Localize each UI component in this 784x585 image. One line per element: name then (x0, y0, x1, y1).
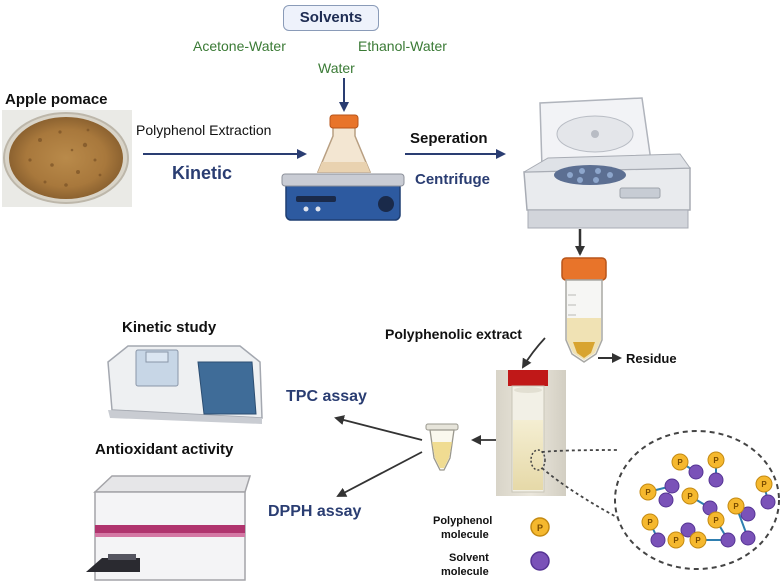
polyphenol-molecule (689, 531, 707, 549)
legend-solvent-line1: Solvent (449, 552, 489, 564)
tpc-assay-label: TPC assay (286, 388, 367, 405)
polyphenol-molecule (671, 453, 689, 471)
solvent-molecule (650, 532, 666, 548)
legend-polyphenol-ball: P (530, 517, 550, 537)
ethanol-water-label: Ethanol-Water (358, 38, 447, 54)
svg-text:P: P (537, 523, 543, 533)
polyphenol-symbol: P (673, 536, 679, 545)
polyphenol-molecule (755, 475, 773, 493)
apple-pomace-dish (2, 110, 132, 207)
solvent-molecule (740, 506, 756, 522)
polyphenol-extraction-label: Polyphenol Extraction (136, 122, 272, 138)
legend-solvent-ball (530, 551, 550, 571)
polyphenol-symbol: P (645, 488, 651, 497)
legend-polyphenol-line2: molecule (441, 529, 489, 541)
polyphenol-molecule (681, 487, 699, 505)
stirrer-flask (281, 114, 405, 221)
polyphenol-molecule (707, 451, 725, 469)
polyphenol-symbol: P (695, 536, 701, 545)
antioxidant-activity-label: Antioxidant activity (95, 441, 234, 458)
centrifuge-machine (523, 97, 691, 229)
acetone-water-label: Acetone-Water (193, 38, 286, 54)
polyphenol-symbol: P (687, 492, 693, 501)
arrow-to-dpph (336, 451, 423, 497)
residue-label: Residue (626, 351, 677, 366)
arrow-to-tpc (334, 415, 423, 441)
polyphenol-molecule (727, 497, 745, 515)
apple-pomace-label: Apple pomace (5, 91, 108, 108)
polyphenol-symbol: P (733, 502, 739, 511)
solvent-molecule (688, 464, 704, 480)
solvent-molecule (658, 492, 674, 508)
solvents-box: Solvents (283, 5, 379, 31)
polyphenol-symbol: P (713, 516, 719, 525)
water-label: Water (318, 60, 355, 76)
polyphenol-symbol: P (647, 518, 653, 527)
solvent-molecule (720, 532, 736, 548)
solvent-molecule (740, 530, 756, 546)
falcon-tube (561, 257, 607, 363)
polyphenol-molecule (641, 513, 659, 531)
plate-reader (86, 475, 252, 581)
extract-photo (496, 370, 566, 496)
arrow-extract-curve (521, 337, 546, 369)
solvent-molecule (680, 522, 696, 538)
solvents-label: Solvents (299, 9, 363, 26)
polyphenolic-extract-label: Polyphenolic extract (385, 326, 522, 342)
polyphenol-molecule (667, 531, 685, 549)
centrifuge-label: Centrifuge (415, 171, 490, 188)
kinetic-study-label: Kinetic study (122, 319, 217, 336)
solvent-molecule (760, 494, 776, 510)
kinetic-label: Kinetic (172, 163, 233, 183)
eppendorf-tube (425, 423, 459, 471)
polyphenol-symbol: P (761, 480, 767, 489)
molecule-zoom: P P P P P P P P P P (530, 430, 780, 570)
dpph-assay-label: DPPH assay (268, 503, 362, 520)
solvent-molecule (708, 472, 724, 488)
legend-solvent-line2: molecule (441, 566, 489, 578)
spectrophotometer (107, 345, 263, 424)
polyphenol-symbol: P (677, 458, 683, 467)
seperation-label: Seperation (410, 130, 488, 147)
legend-polyphenol-line1: Polyphenol (433, 515, 493, 527)
solvent-molecule (664, 478, 680, 494)
polyphenol-molecule (707, 511, 725, 529)
polyphenol-symbol: P (713, 456, 719, 465)
polyphenol-molecule (639, 483, 657, 501)
